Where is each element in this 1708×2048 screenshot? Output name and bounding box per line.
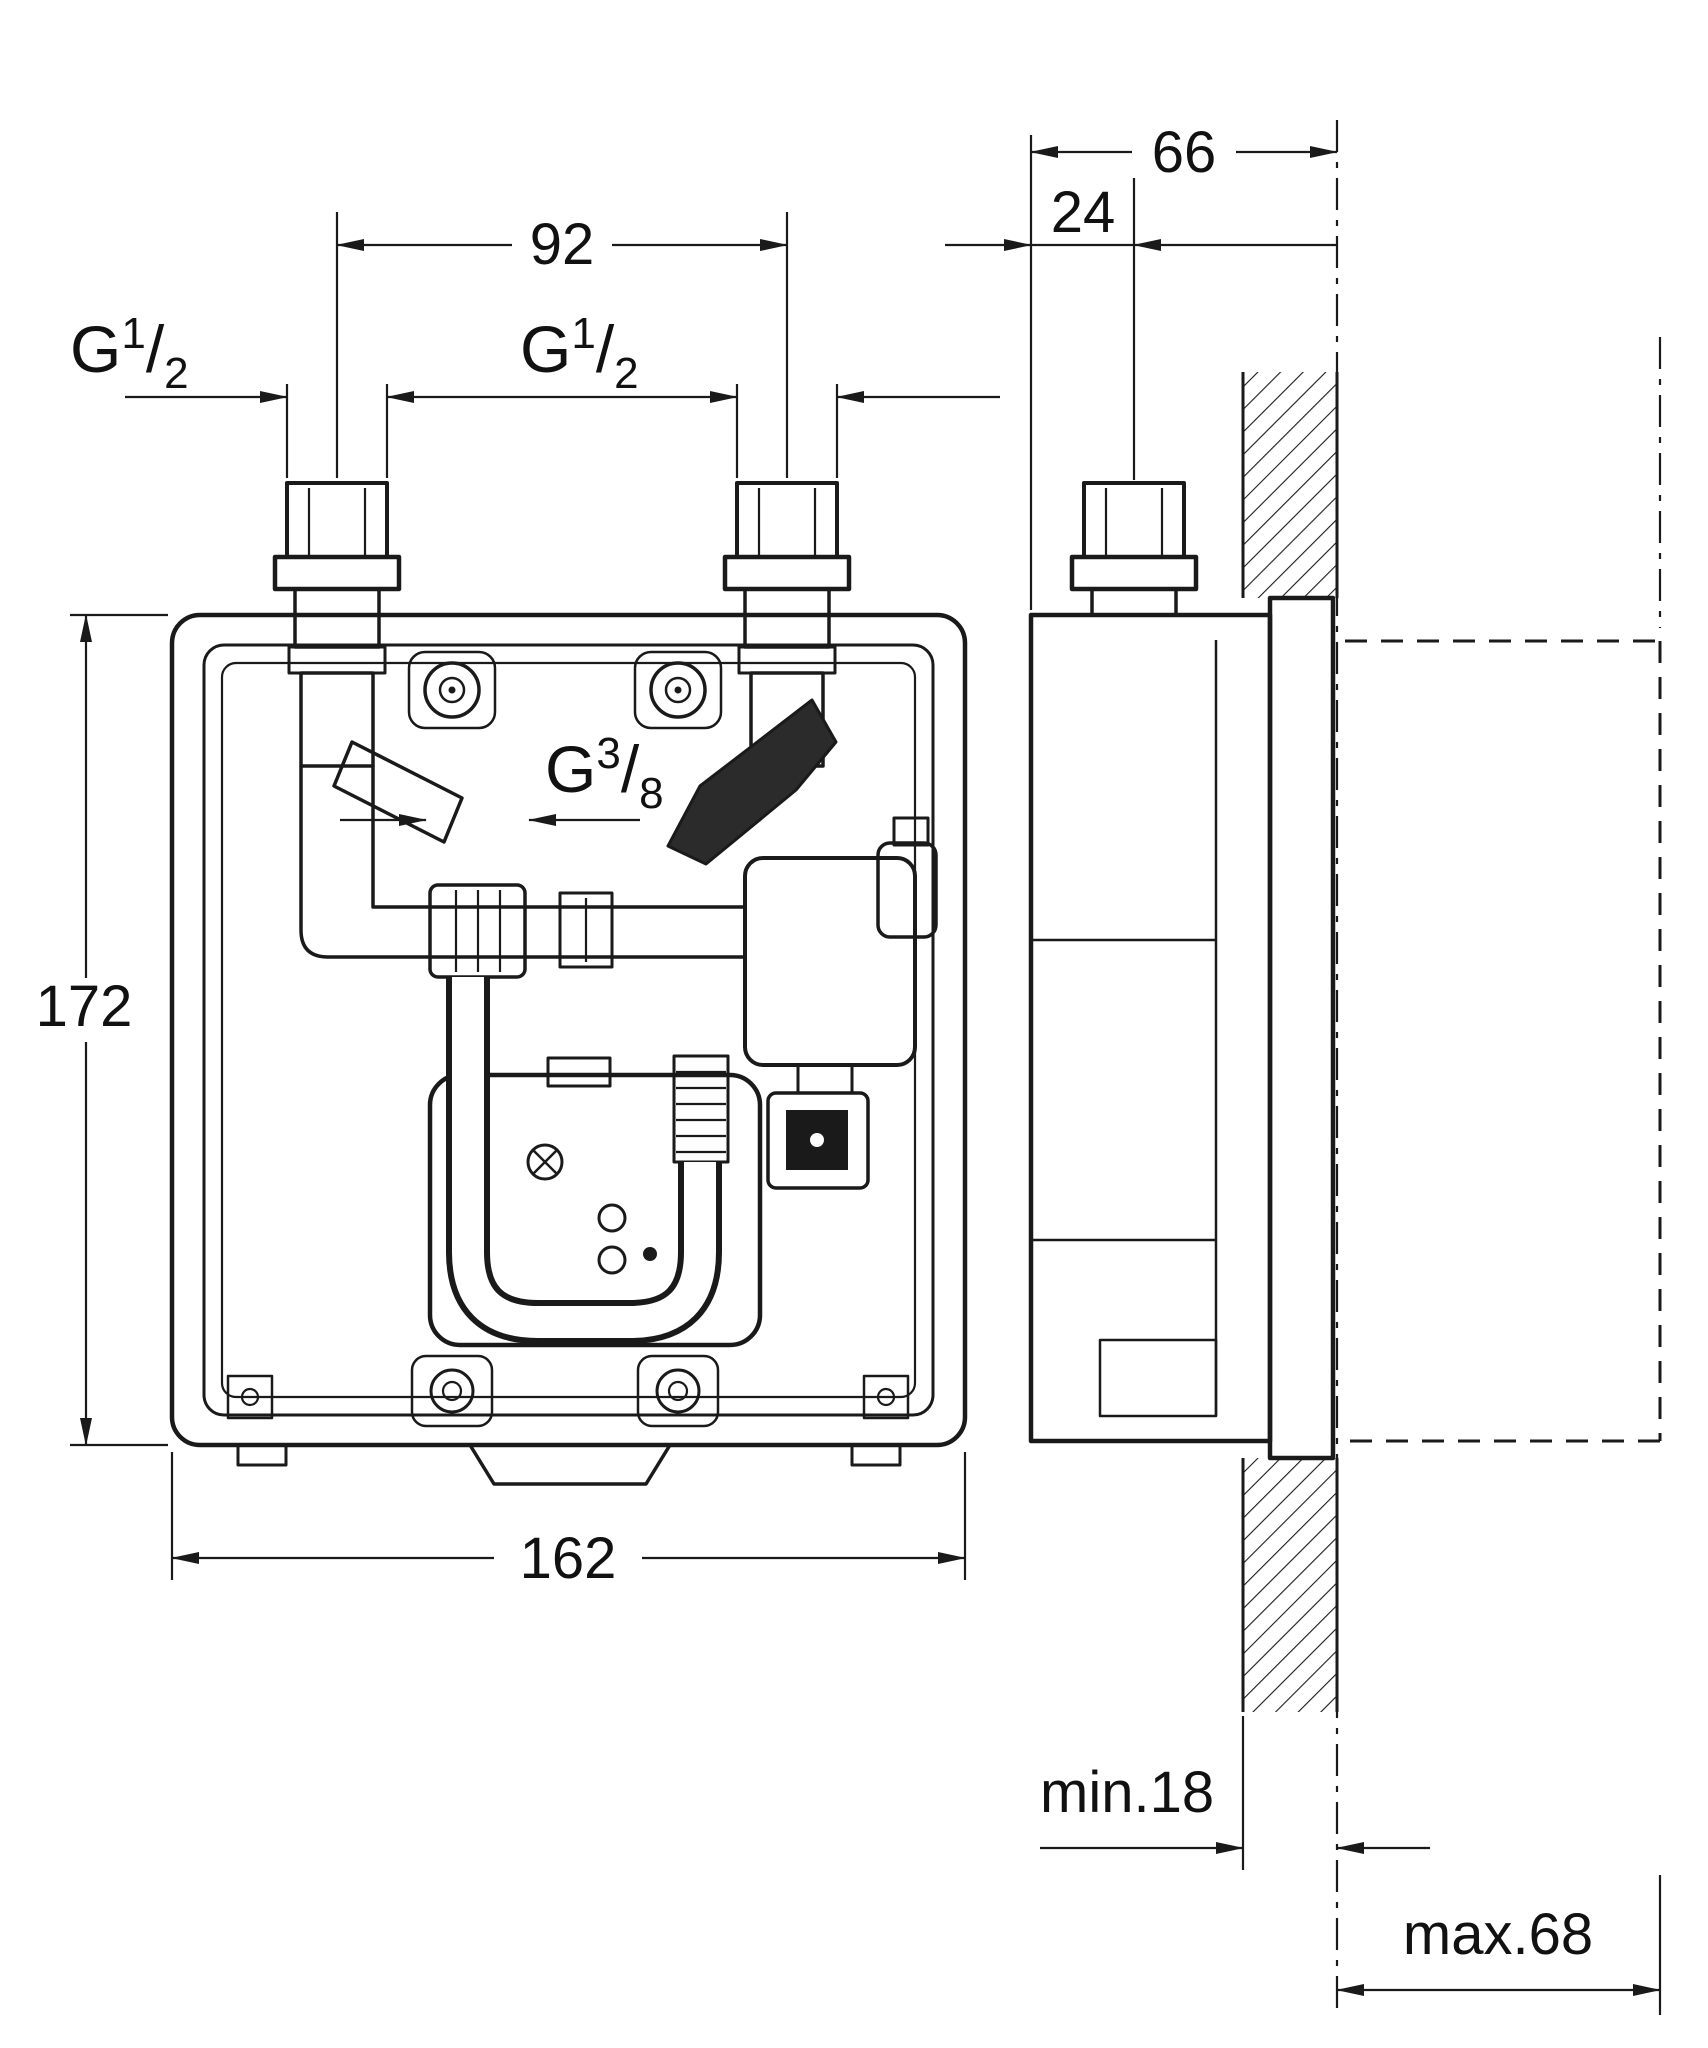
dim-66-label: 66 bbox=[1152, 120, 1217, 185]
dim-172-label: 172 bbox=[36, 974, 133, 1039]
thread-label-left: G1/2 bbox=[70, 309, 189, 398]
dim-thread-g12: G1/2 G1/2 bbox=[70, 309, 1000, 478]
control-unit bbox=[427, 1056, 763, 1348]
dim-wall-max: max.68 bbox=[1336, 1875, 1662, 2015]
foot-right bbox=[850, 1443, 902, 1467]
thread-label-hose: G3/8 bbox=[545, 729, 664, 818]
dim-max68-label: max.68 bbox=[1403, 1902, 1593, 1967]
foot-left bbox=[236, 1443, 288, 1467]
front-view: 92 G1/2 G1/2 G3/8 172 bbox=[22, 212, 1000, 1591]
dim-thread-g38: G3/8 bbox=[340, 729, 664, 826]
shutoff-valve-right bbox=[666, 698, 838, 866]
supply-pipe-side bbox=[1069, 481, 1199, 617]
bottom-tongue bbox=[468, 1444, 672, 1486]
phillips-screw-icon bbox=[526, 1143, 564, 1181]
dim-24-label: 24 bbox=[1051, 180, 1116, 245]
pipe-assembly bbox=[299, 766, 745, 979]
dim-box-width: 162 bbox=[170, 1452, 967, 1591]
dim-162-label: 162 bbox=[520, 1526, 617, 1591]
dim-92-label: 92 bbox=[530, 212, 595, 277]
mounting-screws bbox=[407, 650, 723, 1428]
dim-box-height: 172 bbox=[22, 613, 168, 1447]
dim-wall-min: min.18 bbox=[1040, 1716, 1430, 1870]
dim-pipe-offset: 24 bbox=[945, 178, 1337, 480]
trim-zone-dashed bbox=[1345, 337, 1662, 1443]
wall-section bbox=[1241, 120, 1339, 2015]
side-view: 66 24 min.18 max.68 bbox=[945, 120, 1662, 2015]
shutoff-valve-left bbox=[332, 740, 464, 844]
wall-hatch-bottom bbox=[1243, 1458, 1337, 1712]
supply-pipe-left bbox=[272, 481, 402, 768]
dim-box-depth: 66 bbox=[1029, 120, 1338, 610]
wall-hatch-top bbox=[1243, 372, 1337, 598]
thread-label-center: G1/2 bbox=[520, 309, 639, 398]
solenoid-valve-block bbox=[672, 816, 938, 1190]
dim-pipe-spacing: 92 bbox=[335, 212, 789, 478]
dim-min18-label: min.18 bbox=[1040, 1760, 1214, 1825]
flexible-hose bbox=[446, 977, 722, 1344]
